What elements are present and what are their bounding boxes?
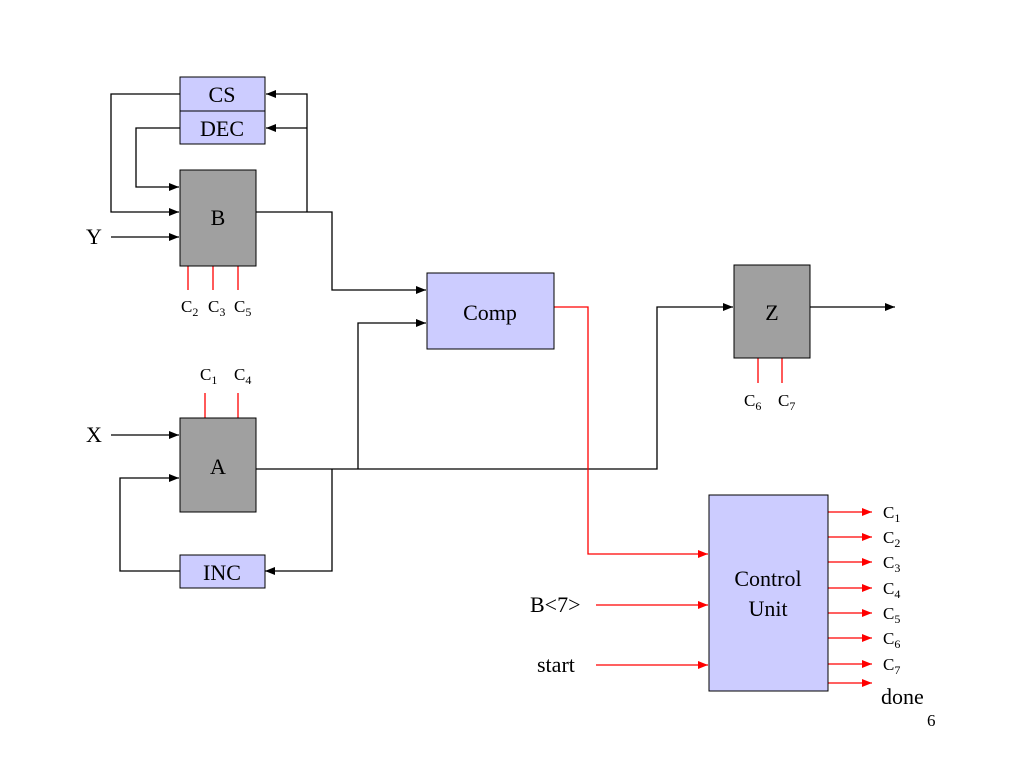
control-unit-label-line2: Unit bbox=[748, 596, 787, 621]
wire-inc-to-a bbox=[119, 474, 180, 572]
a-signal-label: C4 bbox=[234, 365, 251, 387]
inc-label: INC bbox=[203, 560, 241, 585]
z-register-label: Z bbox=[765, 300, 778, 325]
b-signal-label: C2 bbox=[181, 297, 198, 319]
b-register: B bbox=[179, 169, 257, 267]
cs-label: CS bbox=[209, 82, 236, 107]
wire-b-to-comp bbox=[256, 211, 426, 294]
z-signal-label: C7 bbox=[778, 391, 795, 413]
control-unit: Control Unit bbox=[708, 494, 829, 692]
z-register: Z bbox=[733, 264, 811, 359]
start-input-label: start bbox=[537, 652, 575, 677]
wire-comp-to-control bbox=[554, 306, 708, 558]
dec-label: DEC bbox=[200, 116, 244, 141]
comparator-label: Comp bbox=[463, 300, 517, 325]
wire-a-to-inc bbox=[265, 469, 333, 575]
cs-block: CS bbox=[179, 76, 266, 112]
page-number: 6 bbox=[927, 711, 936, 730]
cu-output-label: C6 bbox=[883, 629, 900, 651]
x-input-label: X bbox=[86, 422, 102, 447]
b-register-label: B bbox=[211, 205, 226, 230]
dec-block: DEC bbox=[179, 110, 266, 145]
done-label: done bbox=[881, 684, 924, 709]
wire-a-to-z bbox=[256, 303, 733, 470]
cu-output-label: C7 bbox=[883, 655, 900, 677]
comparator-block: Comp bbox=[426, 272, 555, 350]
wire-b-to-cs bbox=[266, 90, 308, 212]
wire-a-to-comp bbox=[357, 319, 426, 469]
z-signal-label: C6 bbox=[744, 391, 761, 413]
control-unit-label-line1: Control bbox=[734, 566, 801, 591]
wire-dec-to-b bbox=[135, 127, 180, 191]
cu-output-label: C4 bbox=[883, 579, 900, 601]
a-register-label: A bbox=[210, 454, 226, 479]
cu-output-label: C5 bbox=[883, 604, 900, 626]
b-signal-label: C5 bbox=[234, 297, 251, 319]
cu-output-label: C2 bbox=[883, 528, 900, 550]
b7-input-label: B<7> bbox=[530, 592, 581, 617]
cu-output-label: C3 bbox=[883, 553, 900, 575]
inc-block: INC bbox=[179, 554, 266, 589]
a-signal-label: C1 bbox=[200, 365, 217, 387]
cu-output-label: C1 bbox=[883, 503, 900, 525]
wire-cs-to-b bbox=[110, 93, 180, 216]
y-input-label: Y bbox=[86, 224, 102, 249]
a-register: A bbox=[179, 417, 257, 513]
b-signal-label: C3 bbox=[208, 297, 225, 319]
